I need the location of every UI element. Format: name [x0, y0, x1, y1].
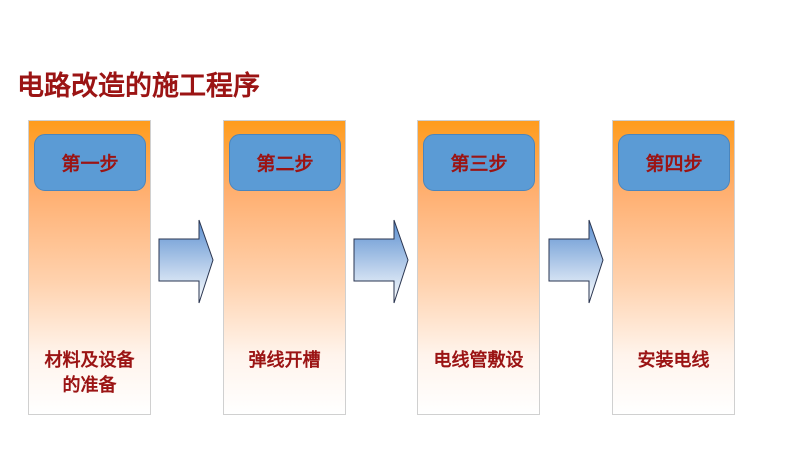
- step-label-4: 安装电线: [637, 350, 710, 371]
- right-arrow-icon: [548, 219, 604, 304]
- right-arrow-icon: [158, 219, 214, 304]
- step-badge-4: 第四步: [618, 134, 730, 191]
- slide-title: 电路改造的施工程序: [17, 71, 260, 102]
- right-arrow-icon: [353, 219, 409, 304]
- step-badge-1: 第一步: [34, 134, 146, 191]
- step-column-4: 第四步 安装电线: [612, 120, 735, 415]
- step-label-1: 材料及设备的准备: [44, 350, 135, 396]
- step-badge-3: 第三步: [423, 134, 535, 191]
- step-column-3: 第三步 电线管敷设: [417, 120, 540, 415]
- step-label-2: 弹线开槽: [248, 350, 321, 371]
- step-badge-2: 第二步: [229, 134, 341, 191]
- step-column-2: 第二步 弹线开槽: [223, 120, 346, 415]
- step-label-3: 电线管敷设: [433, 350, 524, 371]
- step-column-1: 第一步 材料及设备的准备: [28, 120, 151, 415]
